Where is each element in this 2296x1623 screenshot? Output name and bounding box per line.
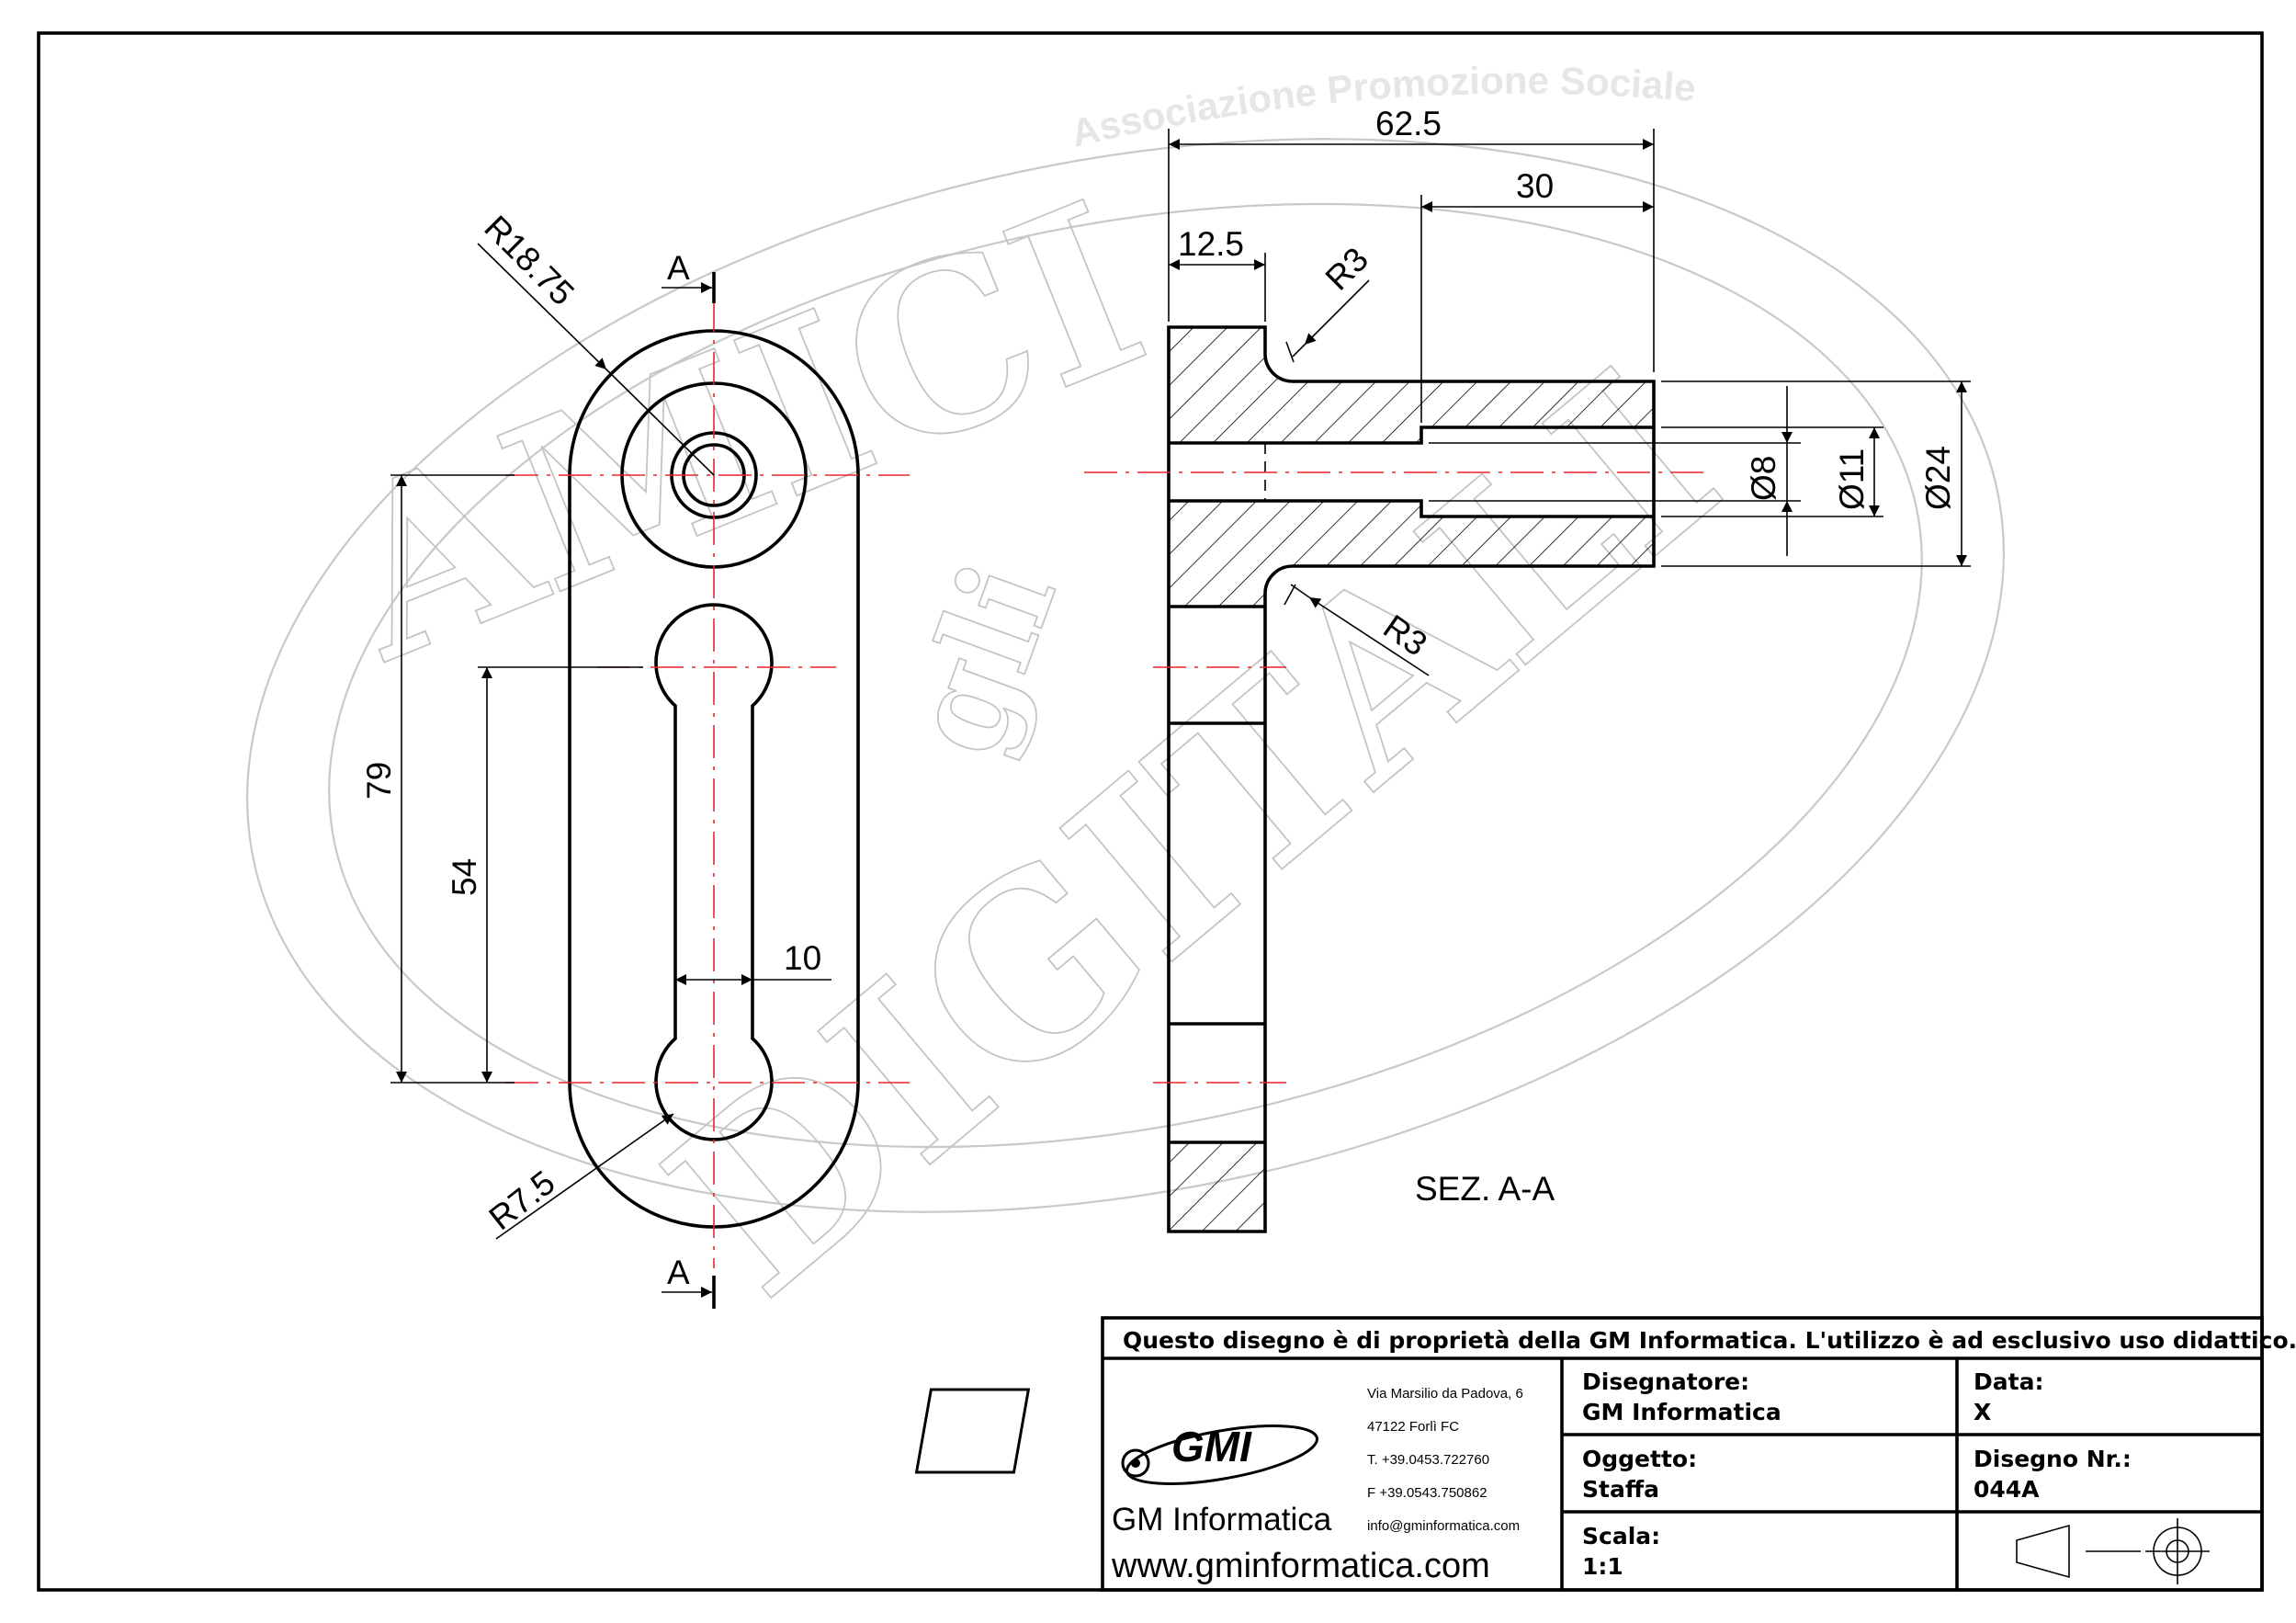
designer-value: GM Informatica <box>1582 1399 1781 1425</box>
watermark-ellipse-inner <box>328 202 1923 1149</box>
section-hatch-lower <box>1169 501 1654 607</box>
dim-fillet-top-label: R3 <box>1318 240 1375 297</box>
scale-label: Scala: <box>1582 1523 1660 1549</box>
dim-slot-length-label: 54 <box>446 858 483 896</box>
dim-bore-small-label: Ø8 <box>1745 456 1782 501</box>
dim-slot-width-label: 10 <box>784 939 821 977</box>
first-angle-projection-icon <box>2016 1518 2210 1584</box>
drawing-no-value: 044A <box>1974 1476 2040 1503</box>
drawing-no-label: Disegno Nr.: <box>1974 1446 2132 1472</box>
section-mark-bottom: A <box>662 1254 716 1309</box>
date-value: X <box>1974 1399 1991 1425</box>
section-title: SEZ. A-A <box>1415 1170 1555 1208</box>
dim-slot-radius-label: R7.5 <box>482 1163 562 1237</box>
designer-label: Disegnatore: <box>1582 1368 1749 1395</box>
address-line2: 47122 Forlì FC <box>1367 1419 1459 1435</box>
phone-number: T. +39.0453.722760 <box>1367 1452 1489 1468</box>
section-outline <box>1167 325 1656 1233</box>
dim-slot-radius-leader <box>495 1113 674 1240</box>
company-website[interactable]: www.gminformatica.com <box>1111 1547 1490 1585</box>
scale-value: 1:1 <box>1582 1553 1623 1580</box>
title-block: Questo disegno è di proprietà della GM I… <box>914 1316 2296 1592</box>
svg-text:A: A <box>667 1254 690 1291</box>
email-address[interactable]: info@gminformatica.com <box>1367 1518 1520 1534</box>
fax-number: F +39.0543.750862 <box>1367 1485 1487 1501</box>
company-logo: GMI <box>914 1388 1319 1485</box>
section-mark-top: A <box>662 249 716 303</box>
dim-bore-large-label: Ø11 <box>1833 448 1871 510</box>
watermark-word-mid: gli <box>880 546 1086 774</box>
object-label: Oggetto: <box>1582 1446 1697 1472</box>
section-view: 62.5 30 12.5 R3 R3 Ø8 Ø11 <box>1084 105 1971 1233</box>
title-block-notice: Questo disegno è di proprietà della GM I… <box>1123 1327 2296 1354</box>
dim-boss-length-label: 30 <box>1516 167 1554 205</box>
object-value: Staffa <box>1582 1476 1659 1503</box>
dim-outer-radius-leader <box>477 243 607 370</box>
dim-overall-length-label: 62.5 <box>1375 105 1442 142</box>
date-label: Data: <box>1974 1368 2043 1395</box>
dim-fillet-top-leader <box>1304 279 1370 346</box>
section-hatch-upper <box>1169 327 1654 443</box>
section-bore-upper <box>1169 426 1654 445</box>
dim-plate-thickness-label: 12.5 <box>1178 225 1244 263</box>
dim-center-distance-label: 79 <box>360 762 398 800</box>
dim-fillet-bottom-leader <box>1308 596 1430 676</box>
address-line1: Via Marsilio da Padova, 6 <box>1367 1386 1523 1402</box>
svg-text:A: A <box>667 249 690 287</box>
dim-boss-diameter-label: Ø24 <box>1919 446 1957 510</box>
svg-text:GMI: GMI <box>1171 1423 1252 1470</box>
section-bore-lower <box>1169 499 1654 518</box>
section-hatch-foot <box>1169 1142 1265 1231</box>
watermark: Associazione Promozione Sociale AMICI gl… <box>245 59 2006 1349</box>
company-name: GM Informatica <box>1112 1502 1332 1538</box>
dim-outer-radius-label: R18.75 <box>477 209 581 312</box>
